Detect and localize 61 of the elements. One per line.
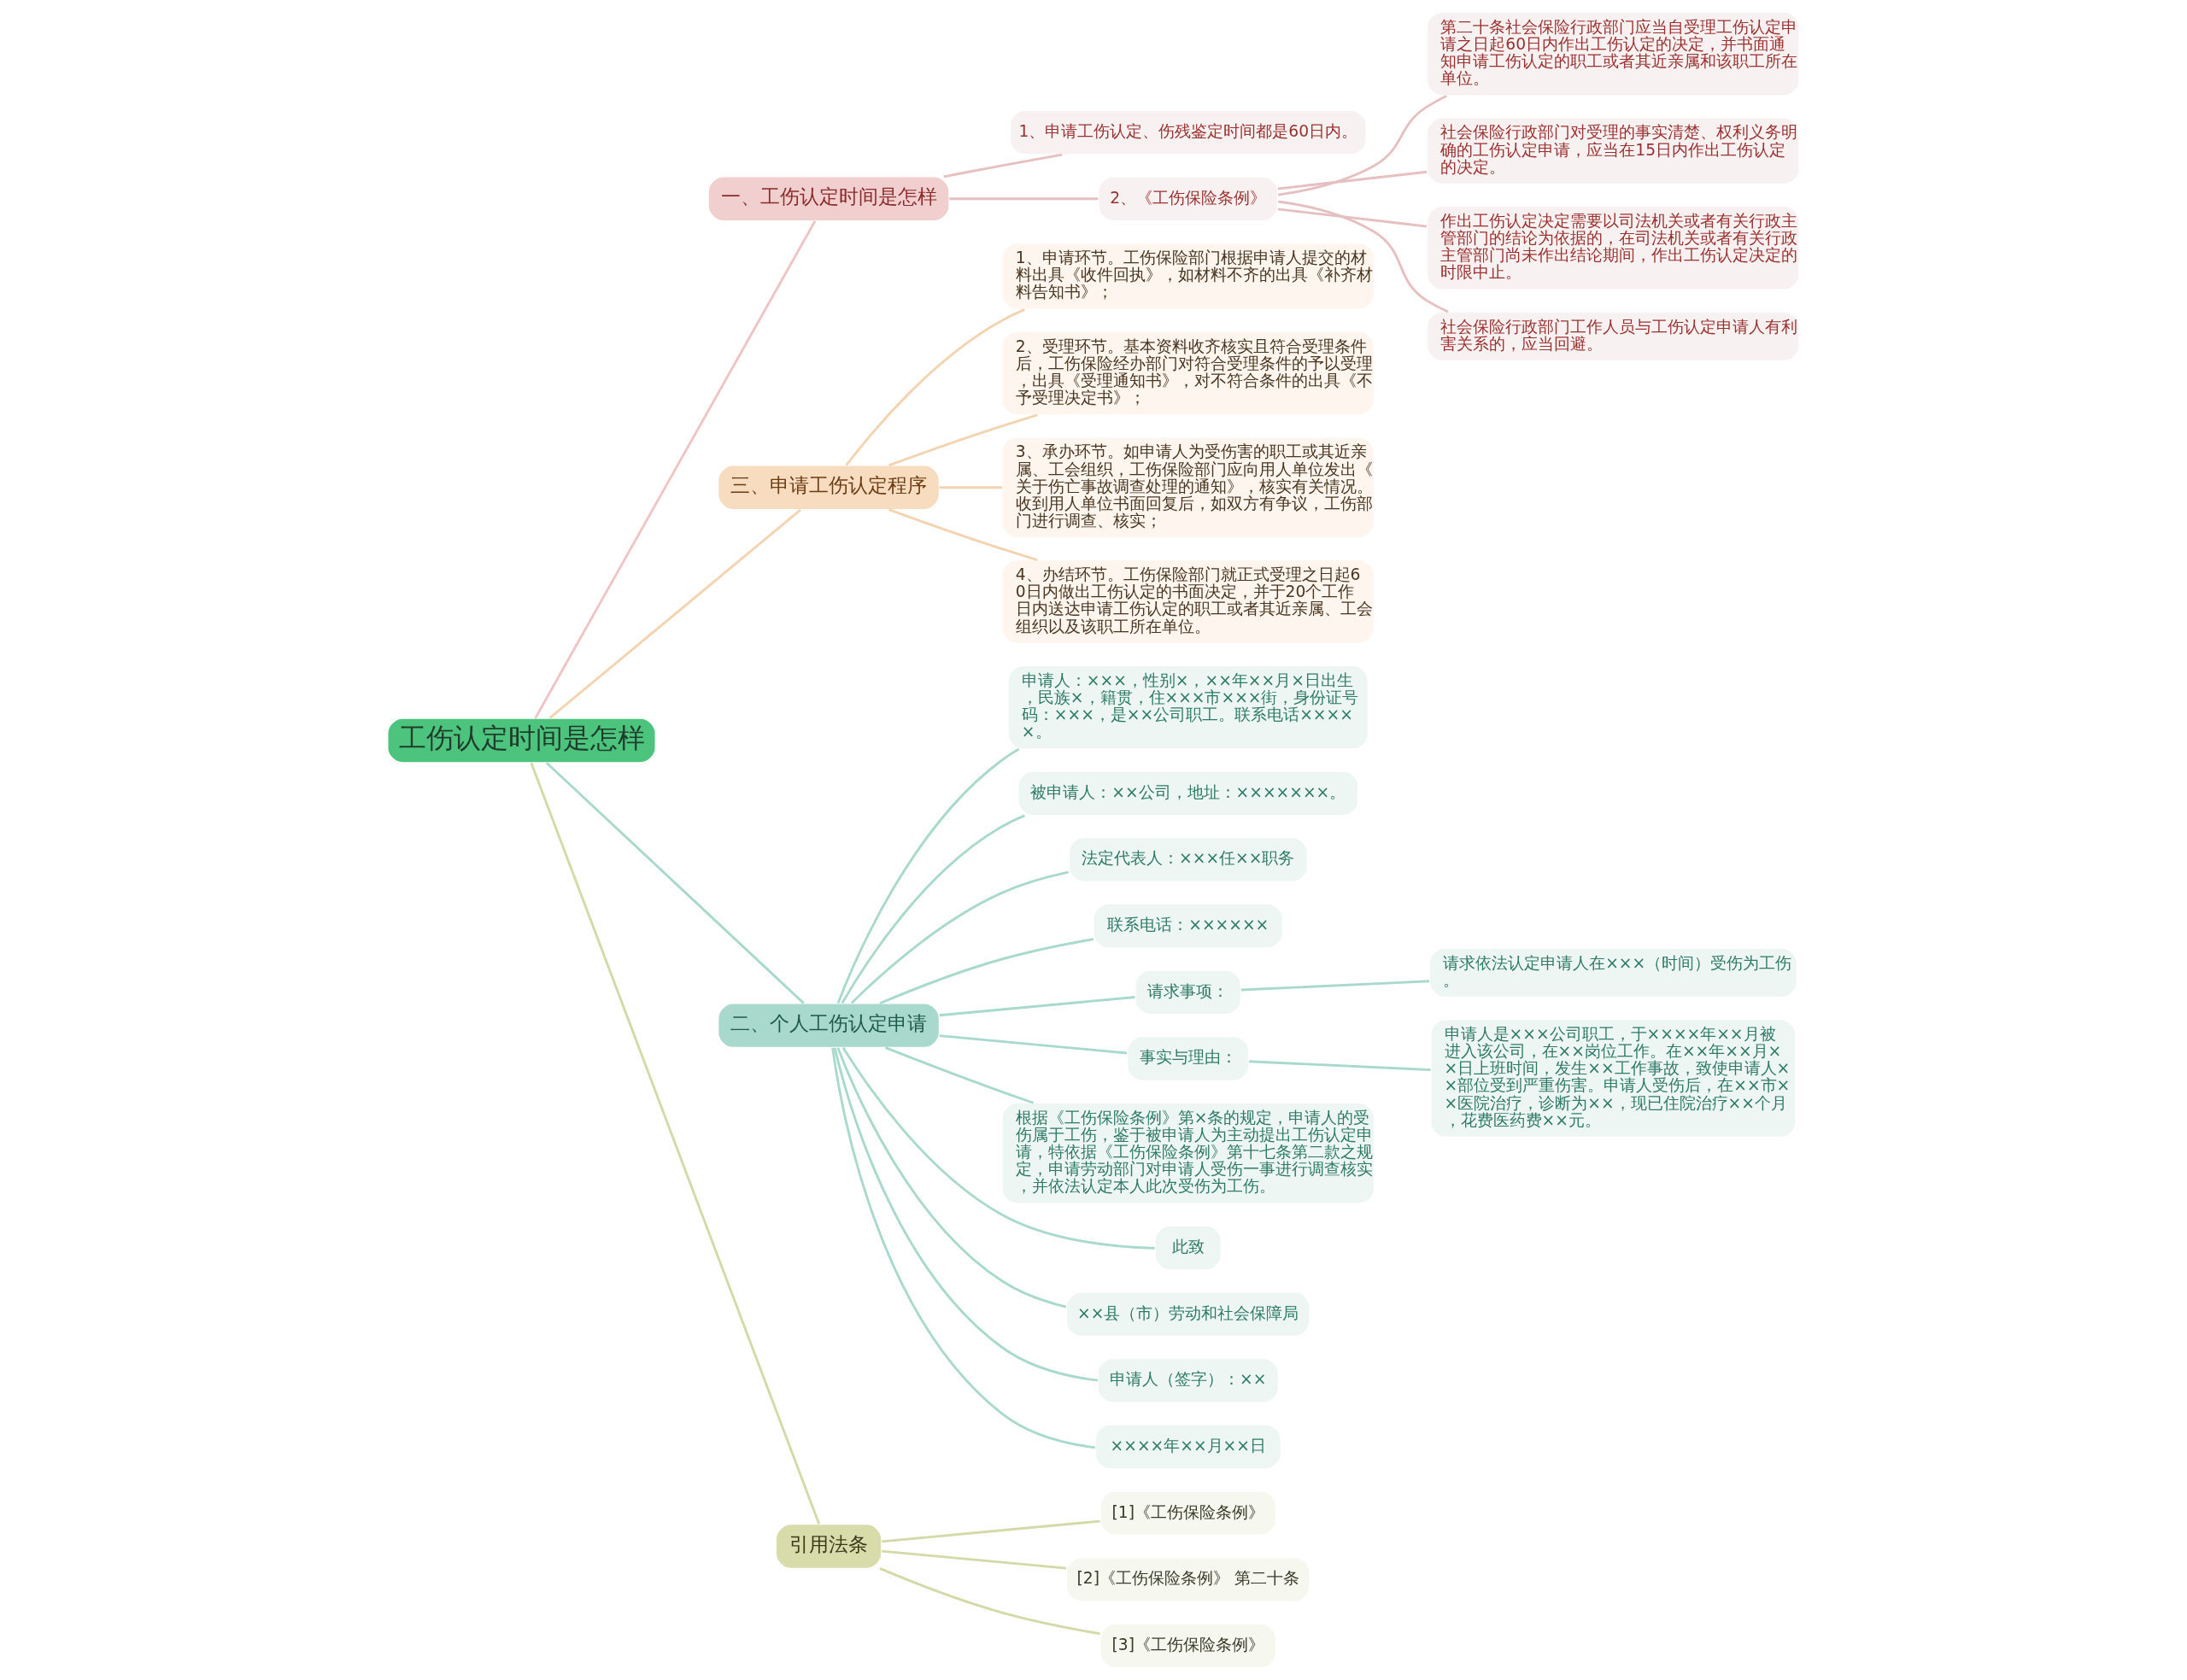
node-box: [1]《工伤保险条例》 [1099, 1490, 1277, 1537]
connector [1277, 170, 1428, 190]
node-box: 2、《工伤保险条例》 [1098, 176, 1279, 222]
connector [879, 938, 1094, 1005]
node-box: 第二十条社会保险行政部门应当自受理工伤认定申请之日起60日内作出工伤认定的决定，并书面通知申请工伤认定的职工或者其近亲属和该职工所在单位。 [1426, 11, 1800, 97]
connector [1248, 1060, 1431, 1072]
node-box: 此致 [1154, 1225, 1222, 1271]
node-box: 联系电话：×××××× [1093, 903, 1284, 949]
node-box: 4、办结环节。工伤保险部门就正式受理之日起60日内做出工伤认定的书面决定，并于20个工作日内送达申请工伤认定的职工或者其近亲属、工会组织以及该职工所在单位。 [1001, 559, 1375, 645]
node-box: 被申请人：××公司，地址：×××××××。 [1017, 770, 1359, 817]
connector [1278, 200, 1449, 313]
connector [1277, 208, 1428, 228]
connector [882, 1519, 1100, 1543]
connector [888, 508, 1038, 561]
node-box: 申请人：×××，性别×，××年××月×日出生，民族×，籍贯，住×××市×××街，身份证号码：×××，是××公司职工。联系电话×××××。 [1007, 664, 1369, 750]
connector [841, 814, 1025, 1004]
node-box: 二、个人工伤认定申请 [717, 1003, 941, 1049]
connector [545, 762, 805, 1004]
connector [943, 153, 1063, 179]
connector [548, 508, 801, 719]
node-box: 2、受理环节。基本资料收齐核实且符合受理条件后，工伤保险经办部门对符合受理条件的予以受理，出具《受理通知书》，对不符合条件的出具《不予受理决定书》； [1001, 331, 1375, 416]
connector [939, 996, 1135, 1017]
node-box: 1、申请工伤认定、伤残鉴定时间都是60日内。 [1009, 109, 1367, 155]
node-box: [2]《工伤保险条例》 第二十条 [1065, 1556, 1310, 1602]
connector [845, 308, 1025, 466]
connector [530, 762, 821, 1525]
node-box: 1、申请环节。工伤保险部门根据申请人提交的材料出具《收件回执》，如材料不齐的出具《补齐材料告知书》； [1001, 242, 1375, 310]
connector [836, 747, 1020, 1004]
node-box: [3]《工伤保险条例》 [1099, 1623, 1277, 1669]
node-box: 法定代表人：×××任××职务 [1068, 836, 1308, 883]
connector [949, 197, 1099, 201]
node-box: 事实与理由： [1126, 1035, 1250, 1082]
connector [534, 220, 817, 719]
node-box: ××××年××月××日 [1094, 1424, 1282, 1470]
node-box: 请求事项： [1135, 969, 1242, 1016]
connector [884, 1046, 1034, 1104]
node-box: 三、申请工伤认定程序 [717, 465, 941, 511]
node-box: 社会保险行政部门工作人员与工伤认定申请人有利害关系的，应当回避。 [1426, 311, 1800, 362]
connector [841, 1046, 1155, 1250]
connector [831, 1047, 1095, 1449]
node-box: 社会保险行政部门对受理的事实清楚、权利义务明确的工伤认定申请，应当在15日内作出工伤认定的决定。 [1426, 117, 1800, 185]
node-box: 工伤认定时间是怎样 [387, 717, 656, 764]
node-box: 引用法条 [775, 1523, 882, 1570]
node-box: 申请人是×××公司职工，于××××年××月被进入该公司，在××岗位工作。在××年××月××日上班时间，发生××工作事故，致使申请人××部位受到严重伤害。申请人受伤后，在××市××医院治疗，诊断为××，现已住院治疗××个月，花费医药费××元。 [1430, 1018, 1797, 1139]
connector [1277, 94, 1447, 196]
connector [833, 1047, 1099, 1382]
node-box: 3、承办环节。如申请人为受伤害的职工或其近亲属、工会组织，工伤保险部门应向用人单位发出《关于伤亡事故调查处理的通知》，核实有关情况。收到用人单位书面回复后，如双方有争议，工伤部门进行调查、核实； [1001, 436, 1375, 539]
node-box: 作出工伤认定决定需要以司法机关或者有关行政主管部门的结论为依据的，在司法机关或者有关行政主管部门尚未作出结论期间，作出工伤认定决定的时限中止。 [1426, 205, 1800, 290]
connector [939, 486, 1002, 489]
connector [882, 1549, 1067, 1570]
connector [939, 1034, 1128, 1055]
connector [850, 870, 1069, 1004]
connector [1240, 980, 1430, 992]
node-box: 根据《工伤保险条例》第×条的规定，申请人的受伤属于工伤，鉴于被申请人为主动提出工伤认定申请，特依据《工伤保险条例》第十七条第二款之规定，申请劳动部门对申请人受伤一事进行调查核实，并依法认定本人此次受伤为工伤。 [1001, 1102, 1375, 1204]
connector [879, 1567, 1100, 1636]
connector [888, 413, 1038, 467]
node-box: 申请人（签字）：×× [1097, 1357, 1280, 1403]
connector [836, 1047, 1067, 1308]
node-box: ××县（市）劳动和社会保障局 [1065, 1291, 1310, 1338]
node-box: 一、工伤认定时间是怎样 [707, 176, 950, 222]
node-box: 请求依法认定申请人在×××（时间）受伤为工伤。 [1428, 947, 1798, 998]
